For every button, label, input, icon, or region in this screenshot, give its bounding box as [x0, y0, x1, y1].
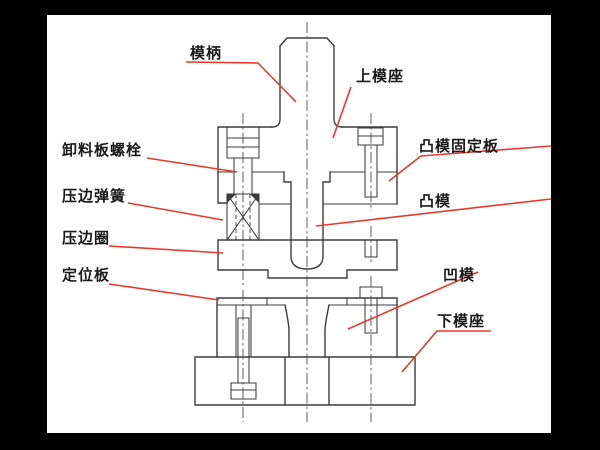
leader-locating-plate	[108, 283, 220, 301]
label-upper-die-holder: 上模座	[356, 67, 404, 85]
lower-die-holder-outline	[194, 356, 416, 406]
leader-stripper-plate-bolt	[146, 157, 238, 173]
leader-punch	[315, 198, 552, 227]
leader-blank-holder-ring	[108, 245, 224, 254]
leader-upper-die-holder	[332, 86, 352, 139]
drawing-sheet	[47, 15, 551, 433]
leader-blank-holder-spring	[127, 202, 224, 221]
punch-outline	[283, 171, 331, 270]
label-locating-plate: 定位板	[62, 266, 110, 284]
label-stripper-plate-bolt: 卸料板螺栓	[62, 141, 142, 159]
label-die: 凹模	[443, 266, 475, 284]
label-blank-holder-ring: 压边圈	[62, 230, 110, 247]
label-die-shank: 模柄	[190, 44, 222, 62]
label-punch: 凸模	[419, 192, 451, 210]
leader-punch-fixing-plate	[388, 145, 552, 182]
lower-left-bolt	[230, 304, 257, 400]
blank-holder-ring-outline	[217, 239, 398, 279]
fixing-plate-screw	[357, 127, 384, 198]
leader-lower-die-holder	[401, 330, 491, 373]
leader-lines	[108, 61, 552, 373]
centerlines	[242, 22, 372, 422]
part-labels: 模柄 上模座 卸料板螺栓 压边弹簧 压边圈 定位板 凸模固定板 凸模 凹模 下模…	[62, 44, 499, 330]
leader-die-shank	[185, 61, 297, 103]
label-punch-fixing-plate: 凸模固定板	[419, 137, 499, 155]
leader-die	[347, 271, 479, 330]
label-lower-die-holder: 下模座	[437, 312, 485, 330]
label-blank-holder-spring: 压边弹簧	[62, 187, 126, 205]
